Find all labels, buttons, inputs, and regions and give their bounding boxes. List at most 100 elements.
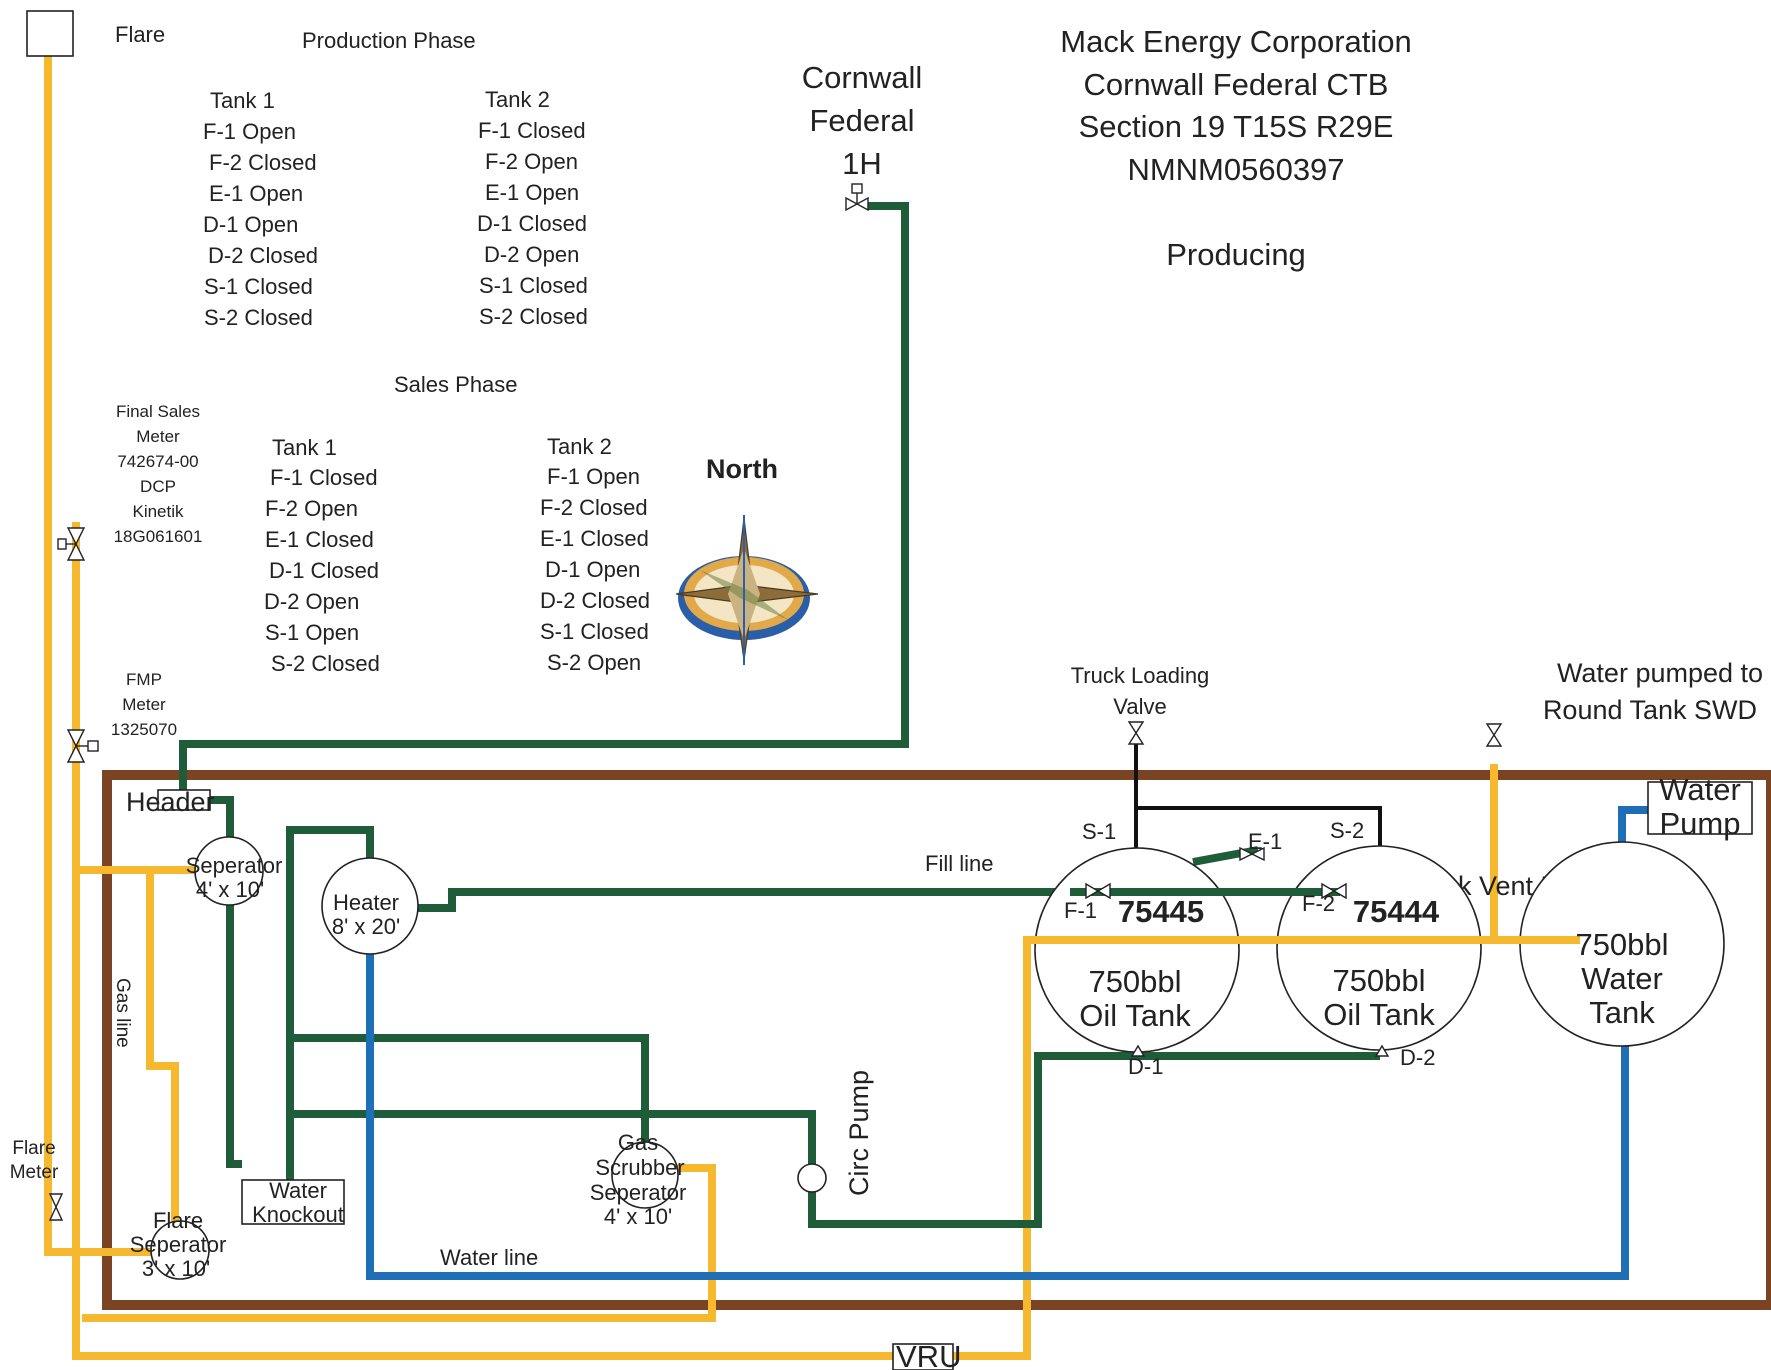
valve-label-s1: S-1 [1082,819,1116,844]
label-line: Water [1659,772,1741,807]
production-tank1-title: Tank 1 [210,88,275,113]
list-item: E-1 Open [485,180,579,205]
list-item: F-2 Closed [209,150,317,175]
label-line: 3' x 10' [142,1256,210,1281]
wellhead-valve-icon [845,183,869,212]
list-item: E-1 Open [209,181,303,206]
list-item: F-2 Open [265,496,358,521]
heater-label: Heater 8' x 20' [332,890,400,939]
list-item: D-2 Closed [208,243,318,268]
tank-type: Tank [1589,995,1655,1030]
water-pump-box [1647,781,1753,835]
water-line-label: Water line [440,1245,538,1270]
sales-tank1-title: Tank 1 [272,435,337,460]
list-item: S-2 Closed [479,304,588,329]
label-line: Final Sales [116,402,200,421]
list-item: S-2 Closed [204,305,313,330]
legal-location: Section 19 T15S R29E [1079,109,1394,144]
label-line: Meter [10,1162,59,1183]
list-item: F-1 Open [547,464,640,489]
valve-label-s2: S-2 [1330,818,1364,843]
valve-d2-icon [1374,1044,1390,1057]
well-label: Cornwall Federal 1H [802,60,923,181]
flare-meter-valve-icon [48,1193,64,1221]
valve-f1-icon [1085,882,1111,900]
list-item: F-1 Open [203,119,296,144]
oil-tank-75444-label: 75444 750bbl Oil Tank [1323,894,1440,1032]
label-line: Meter [136,427,180,446]
tank-valve-labels: S-1 S-2 E-1 F-1 F-2 D-1 D-2 [1064,818,1435,1079]
flare-separator-vessel [150,1220,210,1280]
tank-size: 750bbl [1575,927,1668,962]
circ-pump-icon [797,1163,827,1193]
tank-type: Oil Tank [1323,997,1435,1032]
production-tank2-title: Tank 2 [485,87,550,112]
label-line: 18G061601 [114,527,203,546]
tank-contents: Water [1581,961,1663,996]
list-item: S-2 Open [547,650,641,675]
sales-phase-title: Sales Phase [394,372,518,397]
oil-lines [179,202,1380,1228]
list-item: D-2 Open [484,242,579,267]
production-tank1-list: Tank 1 F-1 Open F-2 Closed E-1 Open D-1 … [203,88,318,330]
label-line: Flare [12,1138,55,1159]
fmp-meter-valve-icon [66,729,99,763]
facility-status: Producing [1166,237,1306,272]
well-name-line3: 1H [842,146,882,181]
truck-loading-valve-icon [1127,721,1145,745]
label-line: Water [269,1178,327,1203]
list-item: S-1 Closed [540,619,649,644]
list-item: F-1 Closed [478,118,586,143]
fill-line-label: Fill line [925,851,993,876]
list-item: E-1 Closed [265,527,374,552]
flare-label: Flare [115,22,165,47]
list-item: D-1 Open [545,557,640,582]
label-line: Gas [618,1130,658,1155]
sales-tank2-title: Tank 2 [547,434,612,459]
final-sales-meter-label: Final Sales Meter 742674-00 DCP Kinetik … [114,402,203,546]
flare-separator-label: Flare Seperator 3' x 10' [130,1208,227,1281]
label-line: 742674-00 [117,452,198,471]
label-line: 4' x 10' [604,1204,672,1229]
water-knockout-box [241,1179,345,1225]
list-item: E-1 Closed [540,526,649,551]
label-line: 1325070 [111,720,177,739]
label-line: Valve [1113,694,1166,719]
vru-box [892,1343,954,1370]
north-label: North [706,454,778,484]
label-line: Seperator [590,1180,687,1205]
list-item: F-2 Closed [540,495,648,520]
gas-line-label: Gas line [112,978,133,1048]
tank-number: 75444 [1353,894,1440,929]
label-line: Truck Loading [1071,663,1210,688]
valve-label-d2: D-2 [1400,1045,1435,1070]
valve-label-f2: F-2 [1302,891,1335,916]
gas-lines [44,34,1580,1360]
label-line: Water pumped to [1557,658,1763,688]
label-line: Seperator [130,1232,227,1257]
water-knockout-label: Water Knockout [252,1178,344,1227]
heater-vessel [321,857,419,955]
label-line: Heater [333,890,399,915]
list-item: S-1 Closed [204,274,313,299]
tank-number: 75445 [1118,894,1204,929]
tank-type: Oil Tank [1079,998,1191,1033]
water-pump-label: Water Pump [1659,772,1741,841]
list-item: F-2 Open [485,149,578,174]
label-line: 8' x 20' [332,914,400,939]
vent-valve-icon [1485,723,1503,747]
water-tank-label: 750bbl Water Tank [1575,927,1668,1030]
sales-tank2-list: Tank 2 F-1 Open F-2 Closed E-1 Closed D-… [540,434,650,675]
valve-label-f1: F-1 [1064,898,1097,923]
water-pumped-label: Water pumped to Round Tank SWD [1543,658,1763,725]
label-line: DCP [140,477,176,496]
label-line: Pump [1660,806,1741,841]
label-line: Kinetik [132,502,184,521]
valve-label-e1: E-1 [1248,829,1282,854]
label-line: Scrubber [595,1155,684,1180]
label-line: Knockout [252,1202,344,1227]
label-line: Meter [122,695,166,714]
valve-f2-icon [1321,882,1347,900]
tank-valves [1085,846,1390,1057]
